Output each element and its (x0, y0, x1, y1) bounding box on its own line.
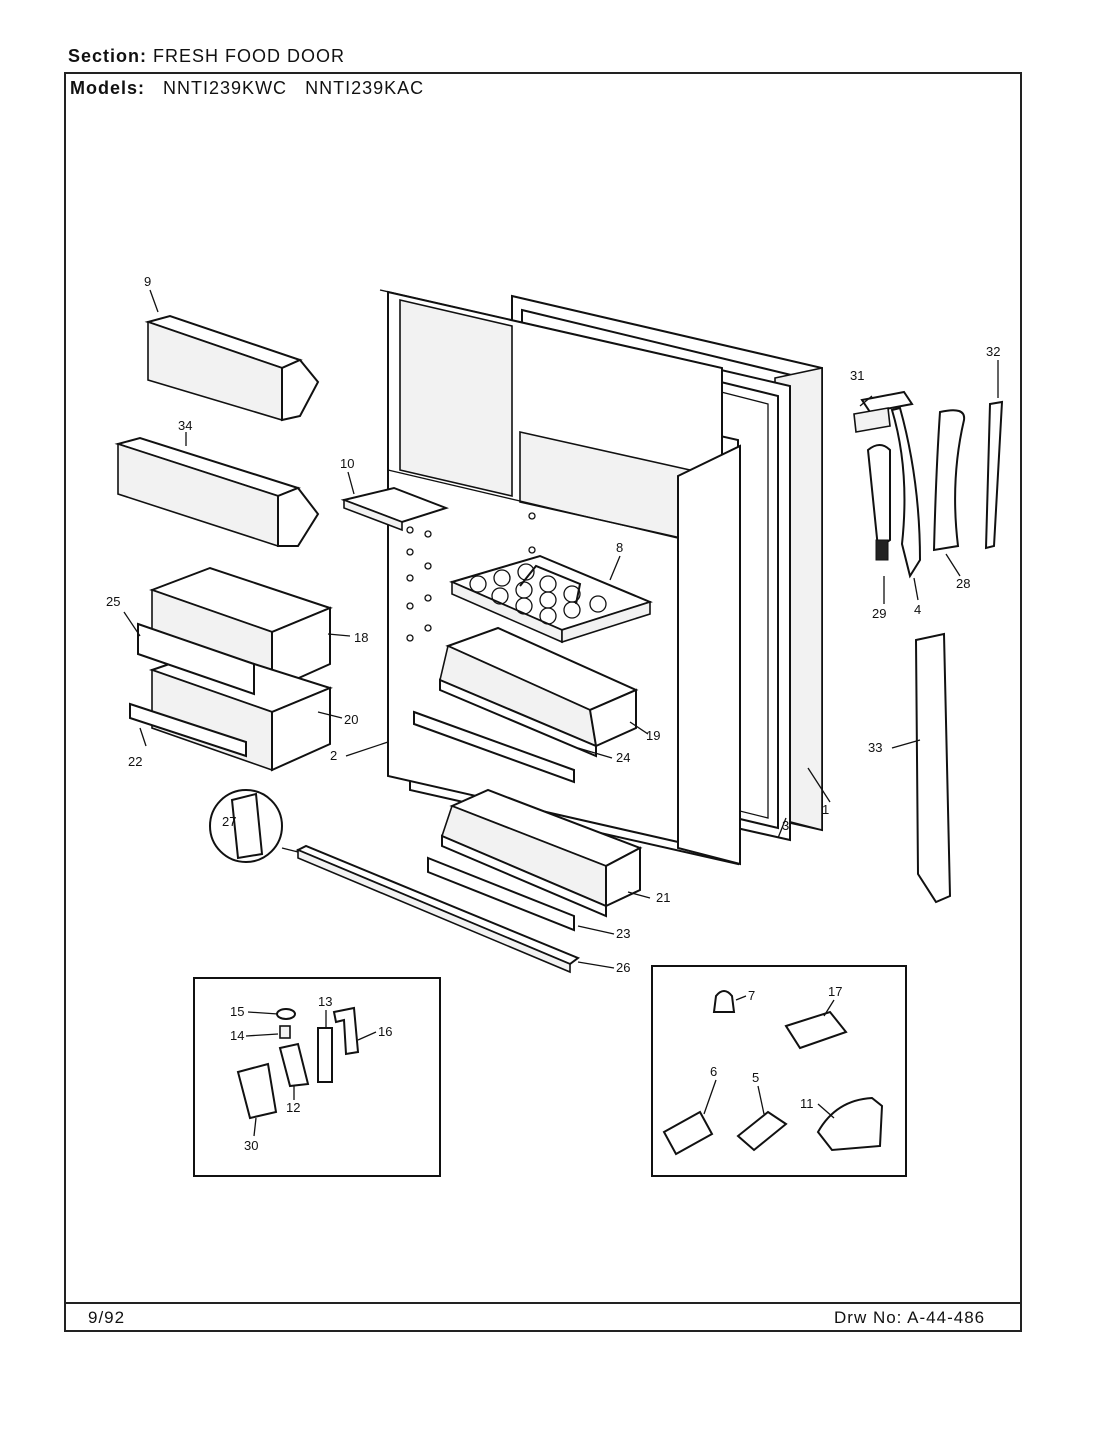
callout-11: 11 (800, 1096, 814, 1111)
callout-16: 16 (378, 1024, 392, 1039)
hinge-shim-28 (932, 409, 966, 552)
callout-30: 30 (244, 1138, 258, 1153)
hardware-kit-box-right (651, 965, 907, 1177)
dairy-door-9 (144, 314, 320, 422)
callout-33: 33 (868, 740, 882, 755)
callout-13: 13 (318, 994, 332, 1009)
door-handle-strip-33 (914, 632, 952, 904)
hinge-cover-32 (984, 400, 1004, 550)
callout-29: 29 (872, 606, 886, 621)
callout-6: 6 (710, 1064, 717, 1079)
hinge-plate-31 (860, 390, 914, 414)
bottom-trim-bar (295, 844, 581, 974)
trim-strip-25 (137, 622, 255, 696)
callout-8: 8 (616, 540, 623, 555)
section-heading: Section: FRESH FOOD DOOR (68, 46, 345, 67)
callout-leaders (123, 289, 999, 1137)
hinge-assembly (853, 390, 1004, 579)
callout-2: 2 (330, 748, 337, 763)
door-shelf-bin-19 (439, 626, 639, 758)
trim-strip-22 (129, 702, 247, 758)
callout-34: 34 (178, 418, 192, 433)
callout-17: 17 (828, 984, 842, 999)
callout-21: 21 (656, 890, 670, 905)
callout-28: 28 (956, 576, 970, 591)
callout-18: 18 (354, 630, 368, 645)
detail-circle-27 (209, 789, 299, 863)
drawing-frame (64, 72, 1022, 1332)
callout-12: 12 (286, 1100, 300, 1115)
trim-strip-24 (413, 710, 575, 784)
hardware-kit-box-left (193, 977, 441, 1177)
callout-15: 15 (230, 1004, 244, 1019)
callout-22: 22 (128, 754, 142, 769)
hardware-kit-right-parts (662, 990, 884, 1156)
egg-tray (449, 554, 653, 644)
callout-32: 32 (986, 344, 1000, 359)
section-label: Section: (68, 46, 148, 66)
models-label: Models: (70, 78, 146, 98)
model-2: NNTI239KAC (305, 78, 425, 98)
callout-9: 9 (144, 274, 151, 289)
callout-7: 7 (748, 988, 755, 1003)
footer-drawing-number: Drw No: A-44-486 (834, 1308, 986, 1327)
callout-1: 1 (822, 802, 829, 817)
liner-mounting-holes (406, 512, 536, 642)
callout-5: 5 (752, 1070, 759, 1085)
hinge-arm-29 (866, 444, 891, 550)
door-shelf-bin-21 (441, 788, 643, 918)
callout-26: 26 (616, 960, 630, 975)
callout-14: 14 (230, 1028, 244, 1043)
callout-27: 27 (222, 814, 236, 829)
section-value: FRESH FOOD DOOR (153, 46, 346, 66)
callout-19: 19 (646, 728, 660, 743)
hinge-arm-4 (890, 406, 922, 579)
callout-4: 4 (914, 602, 921, 617)
callout-10: 10 (340, 456, 354, 471)
callout-24: 24 (616, 750, 630, 765)
model-1: NNTI239KWC (163, 78, 288, 98)
footer-divider (64, 1302, 1022, 1304)
callout-3: 3 (782, 818, 789, 833)
dairy-door-34 (114, 436, 320, 548)
callout-31: 31 (850, 368, 864, 383)
butter-door (340, 486, 450, 532)
models-heading: Models: NNTI239KWC NNTI239KAC (70, 78, 424, 99)
trim-strip-23 (427, 856, 575, 932)
callout-20: 20 (344, 712, 358, 727)
callout-23: 23 (616, 926, 630, 941)
hardware-kit-left-parts (236, 1006, 360, 1120)
footer-date: 9/92 (88, 1308, 126, 1327)
callout-25: 25 (106, 594, 120, 609)
